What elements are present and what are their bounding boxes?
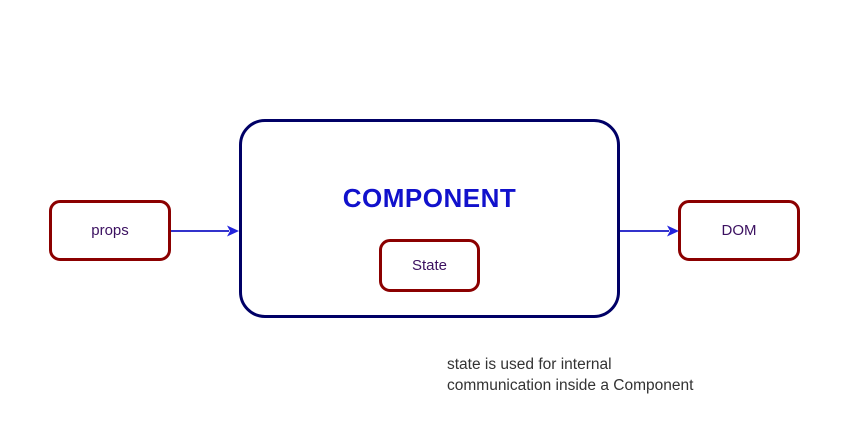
arrow-right-icon <box>171 225 239 237</box>
arrow-props-to-component <box>171 224 239 238</box>
diagram-caption: state is used for internal communication… <box>447 356 694 394</box>
node-props: props <box>49 200 171 261</box>
node-dom: DOM <box>678 200 800 261</box>
node-dom-label: DOM <box>721 222 757 239</box>
node-state: State <box>379 239 480 292</box>
arrow-component-to-dom <box>620 224 679 238</box>
component-title: COMPONENT <box>342 183 517 213</box>
node-state-label: State <box>411 257 448 274</box>
arrow-right-icon <box>620 225 679 237</box>
node-props-label: props <box>91 222 129 239</box>
